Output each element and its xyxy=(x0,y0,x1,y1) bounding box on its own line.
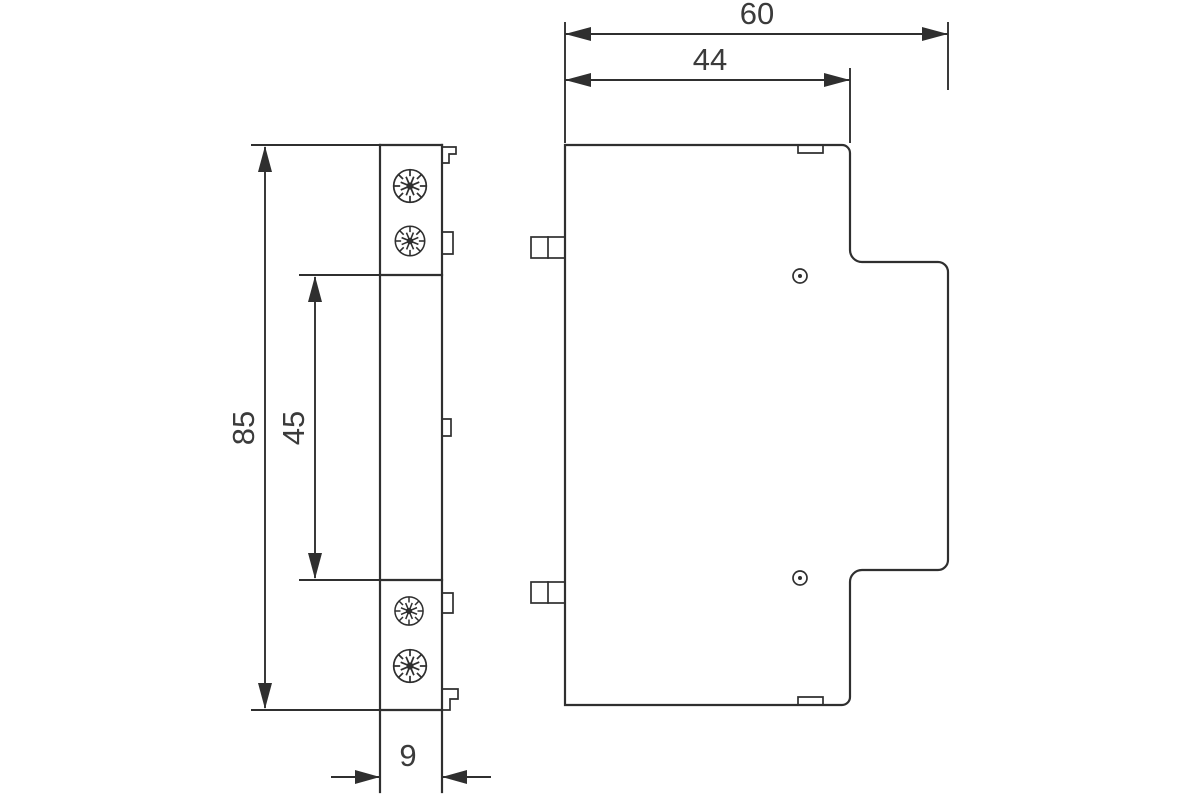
side-profile-outline xyxy=(563,143,950,707)
rivet-mark-lower xyxy=(792,570,808,586)
side-tab-middle xyxy=(441,418,452,437)
din-clip-top xyxy=(441,146,457,164)
front-depth-dimension-label: 44 xyxy=(693,42,727,77)
module-width-dimension-label: 9 xyxy=(399,738,416,773)
side-view xyxy=(530,143,950,707)
bottom-edge-notch xyxy=(797,696,824,706)
overall-height-dimension-label: 85 xyxy=(226,411,261,445)
screw-terminal-top-1 xyxy=(392,168,428,204)
top-edge-notch xyxy=(797,144,824,154)
screw-terminal-top-2 xyxy=(394,225,426,257)
side-tab-upper xyxy=(441,231,454,255)
overall-depth-dimension-label: 60 xyxy=(740,0,774,31)
din-clip-bottom xyxy=(441,688,459,711)
terminal-span-dimension-label: 45 xyxy=(276,411,311,445)
front-view-dimensions: 85 45 9 xyxy=(226,144,491,784)
side-view-dimensions: 60 44 xyxy=(564,0,949,143)
front-view xyxy=(378,143,459,794)
screw-terminal-bottom-2 xyxy=(392,648,428,684)
rivet-mark-upper xyxy=(792,268,808,284)
screw-terminal-bottom-1 xyxy=(394,596,424,626)
side-tab-lower xyxy=(441,592,454,614)
